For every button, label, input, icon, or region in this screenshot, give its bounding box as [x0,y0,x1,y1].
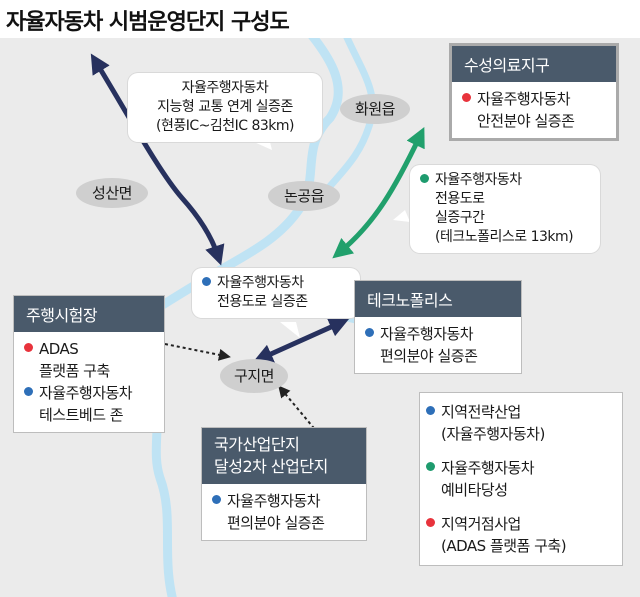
blue-dot-icon [202,276,211,286]
green-dot-icon [426,462,435,471]
legend-item: 자율주행자동차 예비타당성 [426,457,616,501]
panel-line: 플랫폼 구축 [39,362,110,380]
panel-test-track: 주행시험장 ADAS 플랫폼 구축 자율주행자동차 테스트베드 존 [14,296,164,432]
legend-line: 자율주행자동차 [441,459,535,477]
panel-line: 자율주행자동차 [380,325,474,343]
test-track-dotted-arrow [164,343,231,361]
callout-line: (테크노폴리스로 13km) [435,229,574,245]
red-dot-icon [462,93,471,102]
panel-line: 안전분야 실증존 [477,112,575,130]
blue-dot-icon [426,406,435,415]
panel-line: 자율주행자동차 [477,90,571,108]
panel-technopolis: 테크노폴리스 자율주행자동차 편의분야 실증존 [355,281,521,373]
callout-line: 전용도로 실증존 [217,294,308,310]
blue-dot-icon [212,495,221,504]
green-route-arrow [332,126,425,259]
place-guji: 구지면 [220,359,288,393]
map-area: 성산면 논공읍 화원읍 구지면 자율주행자동차 지능형 교통 연계 실증존 (현… [0,38,640,597]
technopolis-link-arrow [252,317,350,364]
panel-line: ADAS [39,340,79,358]
callout-line: 지능형 교통 연계 실증존 [157,99,293,115]
legend: 지역전략산업 (자율주행자동차) 자율주행자동차 예비타당성 지역거점사업 (A… [420,393,622,565]
panel-title: 주행시험장 [14,296,164,332]
legend-line: (자율주행자동차) [441,425,545,443]
navy-route-arrow [90,53,225,266]
panel-title-line: 국가산업단지 [214,435,300,454]
panel-line: 자율주행자동차 [227,492,321,510]
callout-dedicated-road-zone: 자율주행자동차 전용도로 실증존 [192,268,360,318]
place-nongong: 논공읍 [268,181,340,211]
panel-title-line: 달성2차 산업단지 [214,457,328,476]
legend-line: 지역거점사업 [441,515,521,533]
callout-line: 자율주행자동차 [181,80,269,96]
callout-line: 자율주행자동차 [217,275,304,291]
panel-title: 테크노폴리스 [355,281,521,317]
panel-line: 테스트베드 존 [39,406,124,424]
callout-line: (현풍IC~김천IC 83km) [156,118,295,134]
callout-tail-center [280,322,300,338]
place-seongsan: 성산면 [76,178,148,208]
red-dot-icon [426,518,435,527]
callout-line: 실증구간 [435,210,485,226]
panel-line: 편의분야 실증존 [380,347,478,365]
green-dot-icon [420,173,429,183]
callout-dedicated-road-section: 자율주행자동차 전용도로 실증구간 (테크노폴리스로 13km) [410,165,600,253]
blue-dot-icon [24,387,33,396]
panel-dalseong: 국가산업단지 달성2차 산업단지 자율주행자동차 편의분야 실증존 [202,428,366,540]
legend-item: 지역거점사업 (ADAS 플랫폼 구축) [426,513,616,557]
legend-line: 예비타당성 [441,481,508,499]
red-dot-icon [24,343,33,352]
panel-line: 자율주행자동차 [39,384,133,402]
place-hwawon: 화원읍 [340,94,410,124]
callout-line: 전용도로 [435,191,485,207]
blue-dot-icon [365,328,374,337]
river-main [133,38,343,597]
panel-title: 수성의료지구 [452,46,616,82]
callout-tail-right [393,210,410,222]
panel-line: 편의분야 실증존 [227,514,325,532]
legend-item: 지역전략산업 (자율주행자동차) [426,401,616,445]
callout-intelligent-traffic: 자율주행자동차 지능형 교통 연계 실증존 (현풍IC~김천IC 83km) [128,73,322,142]
callout-line: 자율주행자동차 [435,172,522,188]
panel-title: 국가산업단지 달성2차 산업단지 [202,428,366,484]
legend-line: (ADAS 플랫폼 구축) [441,537,567,555]
panel-suseong: 수성의료지구 자율주행자동차 안전분야 실증존 [452,46,616,138]
page-title: 자율자동차 시범운영단지 구성도 [6,10,290,35]
legend-line: 지역전략산업 [441,403,521,421]
